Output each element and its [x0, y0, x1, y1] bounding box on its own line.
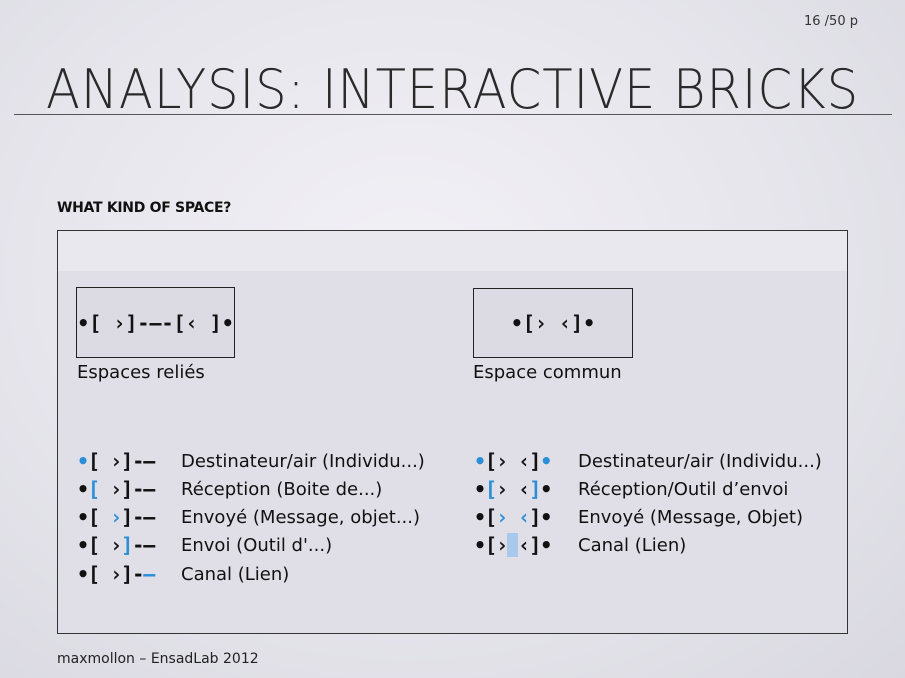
legend-label: Envoi (Outil d'...)	[181, 534, 333, 556]
legend-label: Destinateur/air (Individu...)	[181, 450, 425, 472]
linked-legend-row: •[ ›]-— Canal (Lien)	[77, 560, 289, 588]
legend-label: Destinateur/air (Individu...)	[578, 450, 822, 472]
legend-symbol: •[ ›]-—	[77, 449, 155, 473]
linked-spaces-diagram: •[ ›]-—-[‹ ]•	[76, 287, 235, 358]
shared-space-caption: Espace commun	[473, 362, 622, 383]
section-label: WHAT KIND OF SPACE?	[57, 200, 232, 216]
legend-symbol: •[› ‹]•	[474, 477, 552, 501]
legend-label: Envoyé (Message, objet...)	[181, 506, 421, 528]
legend-symbol: •[ ›]-—	[77, 505, 155, 529]
page-number: 16 /50 p	[804, 14, 858, 29]
legend-label: Canal (Lien)	[181, 563, 290, 585]
legend-symbol: •[› ‹]•	[474, 505, 552, 529]
linked-legend-row: •[ ›]-— Envoi (Outil d'...)	[77, 531, 332, 559]
linked-spaces-caption: Espaces reliés	[77, 362, 205, 383]
title-divider	[14, 114, 892, 115]
legend-symbol: •[› ‹]•	[474, 533, 552, 557]
shared-legend-row: •[› ‹]• Envoyé (Message, Objet)	[474, 503, 803, 531]
slide-title: ANALYSIS: INTERACTIVE BRICKS	[45, 58, 860, 121]
shared-legend-row: •[› ‹]• Réception/Outil d’envoi	[474, 475, 788, 503]
legend-label: Canal (Lien)	[578, 534, 687, 556]
legend-symbol: •[ ›]-—	[77, 477, 155, 501]
shared-space-diagram: •[› ‹]•	[473, 288, 633, 358]
legend-symbol: •[› ‹]•	[474, 449, 552, 473]
shared-legend-row: •[› ‹]• Destinateur/air (Individu...)	[474, 447, 822, 475]
legend-label: Réception/Outil d’envoi	[578, 478, 789, 500]
linked-legend-row: •[ ›]-— Réception (Boite de...)	[77, 475, 382, 503]
legend-label: Réception (Boite de...)	[181, 478, 383, 500]
shared-legend-row: •[› ‹]• Canal (Lien)	[474, 531, 686, 559]
legend-symbol: •[ ›]-—	[77, 533, 155, 557]
linked-legend-row: •[ ›]-— Destinateur/air (Individu...)	[77, 447, 425, 475]
footer-credit: maxmollon – EnsadLab 2012	[57, 651, 259, 667]
legend-label: Envoyé (Message, Objet)	[578, 506, 803, 528]
linked-legend-row: •[ ›]-— Envoyé (Message, objet...)	[77, 503, 420, 531]
legend-symbol: •[ ›]-—	[77, 562, 155, 586]
